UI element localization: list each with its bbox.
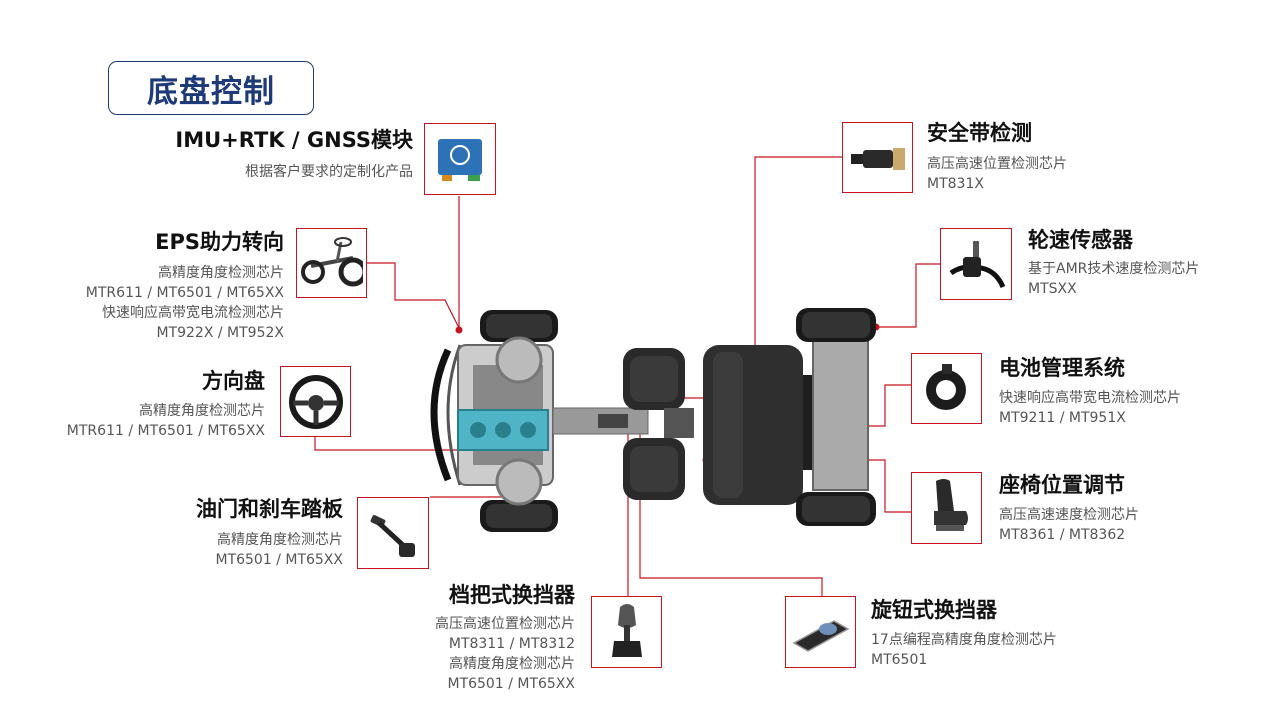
label-battery: 电池管理系统 快速响应高带宽电流检测芯片 MT9211 / MT951X xyxy=(999,355,1181,428)
label-shifter-title: 档把式换挡器 xyxy=(449,583,575,607)
label-battery-line: MT9211 / MT951X xyxy=(999,410,1126,426)
label-wheelspeed: 轮速传感器 基于AMR技术速度检测芯片 MTSXX xyxy=(1028,227,1199,299)
label-knob-title: 旋钮式换挡器 xyxy=(871,598,997,622)
steering-wheel-icon xyxy=(288,374,343,429)
label-pedal-line: MT6501 / MT65XX xyxy=(215,552,343,568)
label-seatbelt-line: MT831X xyxy=(927,176,984,192)
label-shifter-line: 高精度角度检测芯片 xyxy=(449,656,575,672)
label-wheel-title: 方向盘 xyxy=(202,369,265,393)
shifter-thumb xyxy=(591,596,662,668)
label-knob-line: MT6501 xyxy=(871,652,928,668)
label-imu: IMU+RTK / GNSS模块 根据客户要求的定制化产品 xyxy=(175,127,413,182)
rotary-knob-icon xyxy=(791,620,850,652)
label-seatbelt-line: 高压高速位置检测芯片 xyxy=(927,156,1067,172)
eps-thumb xyxy=(296,228,367,298)
label-wheelspeed-line: MTSXX xyxy=(1028,281,1077,297)
label-seat: 座椅位置调节 高压高速速度检测芯片 MT8361 / MT8362 xyxy=(999,472,1139,545)
label-wheelspeed-title: 轮速传感器 xyxy=(1028,228,1133,252)
seatbelt-thumb xyxy=(842,122,913,193)
current-sensor-ring-icon xyxy=(925,363,966,410)
label-seat-line: MT8361 / MT8362 xyxy=(999,527,1126,543)
page-title-box: 底盘控制 xyxy=(108,61,314,115)
imu-module-icon xyxy=(438,139,482,181)
label-shifter-line: 高压高速位置检测芯片 xyxy=(435,616,575,632)
car-chassis-illustration xyxy=(430,308,876,532)
wheelspeed-thumb xyxy=(940,228,1012,300)
label-knob-line: 17点编程高精度角度检测芯片 xyxy=(871,632,1057,648)
label-eps-title: EPS助力转向 xyxy=(155,230,284,254)
label-shifter: 档把式换挡器 高压高速位置检测芯片 MT8311 / MT8312 高精度角度检… xyxy=(435,582,575,694)
label-shifter-line: MT8311 / MT8312 xyxy=(448,636,575,652)
label-battery-title: 电池管理系统 xyxy=(999,356,1125,380)
label-seatbelt: 安全带检测 高压高速位置检测芯片 MT831X xyxy=(927,120,1067,194)
label-wheel-line: MTR611 / MT6501 / MT65XX xyxy=(66,423,265,439)
wheel-thumb xyxy=(280,366,351,437)
label-wheel-line: 高精度角度检测芯片 xyxy=(139,403,265,419)
label-shifter-line: MT6501 / MT65XX xyxy=(447,676,575,692)
steering-rack-icon xyxy=(300,237,363,287)
label-knob: 旋钮式换挡器 17点编程高精度角度检测芯片 MT6501 xyxy=(871,597,1057,670)
car-seat-icon xyxy=(933,479,968,531)
label-wheel: 方向盘 高精度角度检测芯片 MTR611 / MT6501 / MT65XX xyxy=(67,368,265,441)
knob-thumb xyxy=(785,596,856,668)
wheel-speed-sensor-icon xyxy=(949,241,1006,289)
battery-thumb xyxy=(911,353,982,424)
label-battery-line: 快速响应高带宽电流检测芯片 xyxy=(999,390,1181,406)
label-eps-line: MT922X / MT952X xyxy=(156,325,284,341)
label-imu-title: IMU+RTK / GNSS模块 xyxy=(175,128,413,152)
label-eps-line: 高精度角度检测芯片 xyxy=(158,265,284,281)
label-pedal-title: 油门和刹车踏板 xyxy=(196,497,343,521)
seatbelt-buckle-icon xyxy=(850,147,905,170)
imu-thumb xyxy=(424,123,496,195)
label-seat-title: 座椅位置调节 xyxy=(999,473,1125,497)
label-pedal-line: 高精度角度检测芯片 xyxy=(217,532,343,548)
page-title: 底盘控制 xyxy=(147,73,275,110)
label-pedal: 油门和刹车踏板 高精度角度检测芯片 MT6501 / MT65XX xyxy=(196,496,343,570)
label-eps-line: MTR611 / MT6501 / MT65XX xyxy=(85,285,284,301)
seat-thumb xyxy=(911,472,982,544)
label-eps-line: 快速响应高带宽电流检测芯片 xyxy=(102,305,284,321)
pedal-icon xyxy=(370,515,415,557)
gear-lever-icon xyxy=(611,604,642,657)
pedal-thumb xyxy=(357,497,429,569)
label-eps: EPS助力转向 高精度角度检测芯片 MTR611 / MT6501 / MT65… xyxy=(86,229,284,343)
label-seat-line: 高压高速速度检测芯片 xyxy=(999,507,1139,523)
label-wheelspeed-line: 基于AMR技术速度检测芯片 xyxy=(1028,261,1200,277)
label-seatbelt-title: 安全带检测 xyxy=(927,121,1032,145)
label-imu-line: 根据客户要求的定制化产品 xyxy=(245,164,413,180)
